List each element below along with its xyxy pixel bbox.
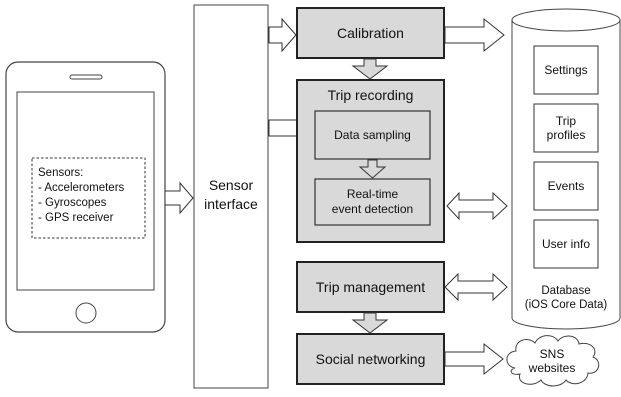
- arrow-calibration-to-trip-recording: [351, 58, 389, 80]
- sns-label: SNS: [540, 347, 565, 361]
- trip-management-label: Trip management: [316, 279, 425, 295]
- event-detection-label: Real-time: [347, 187, 399, 201]
- trip-management-box: [296, 261, 445, 313]
- phone-speaker-icon: [69, 74, 103, 80]
- phone-home-button-icon: [75, 302, 97, 324]
- database-item-label: User info: [542, 237, 590, 251]
- arrow-management-database-bidirectional: [444, 272, 508, 302]
- sensors-box: [31, 157, 146, 239]
- event-detection-box: [314, 178, 431, 226]
- database-caption: Database: [541, 285, 590, 297]
- sensor-interface-box: [193, 4, 269, 389]
- sensor-interface-label: Sensor: [209, 177, 254, 193]
- sensor-item: - GPS receiver: [38, 212, 114, 224]
- sns-cloud-shape: [506, 335, 600, 387]
- arrow-social-to-sns: [444, 342, 504, 376]
- event-detection-label: event detection: [332, 202, 413, 216]
- trip-recording: Trip recording Data sampling Real-time e…: [296, 79, 445, 243]
- sns-label: websites: [528, 361, 576, 375]
- sensor-item: - Gyroscopes: [38, 197, 107, 209]
- database-item-label: Events: [548, 179, 585, 193]
- calibration-label: Calibration: [337, 25, 404, 41]
- sensor-interface-label: interface: [204, 196, 258, 212]
- sns-cloud: SNS websites: [506, 335, 600, 387]
- arrow-trip-management-to-social: [351, 312, 389, 334]
- social-networking-label: Social networking: [316, 351, 426, 367]
- trip-recording-title: Trip recording: [328, 87, 414, 103]
- arrow-sampling-to-detection: [358, 159, 387, 179]
- database-item-settings: [533, 45, 599, 95]
- database-top: [511, 8, 621, 32]
- smartphone: Sensors: - Accelerometers - Gyroscopes -…: [5, 61, 166, 333]
- social-networking-box: [296, 333, 445, 385]
- database-item-label: Trip: [556, 114, 577, 128]
- data-sampling-label: Data sampling: [334, 128, 411, 142]
- arrow-interface-to-calibration: [268, 17, 297, 53]
- sensor-item: - Accelerometers: [38, 182, 125, 194]
- calibration-box: [296, 7, 445, 59]
- arrow-detection-database-bidirectional: [446, 191, 508, 221]
- data-sampling-box: [314, 110, 431, 160]
- database-item-events: [533, 161, 599, 211]
- sensors-title: Sensors:: [38, 167, 83, 179]
- database-item-label: Settings: [544, 63, 587, 77]
- database-item-trip-profiles: [533, 103, 599, 153]
- database-item-label: profiles: [547, 128, 586, 142]
- arrow-calibration-to-database: [444, 17, 505, 53]
- database-item-user-info: [533, 219, 599, 269]
- database-caption: (iOS Core Data): [525, 299, 608, 311]
- database-cylinder: Settings Trip profiles Events User info …: [511, 8, 621, 330]
- arrow-phone-to-interface: [164, 181, 194, 215]
- sensor-interface: Sensor interface: [193, 4, 269, 389]
